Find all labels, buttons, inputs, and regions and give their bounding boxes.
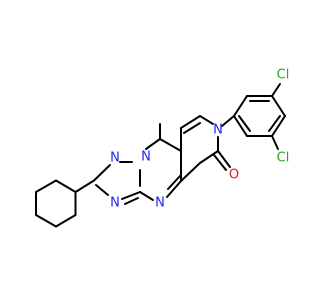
- oxygen-atom-carbonyl: O: [229, 168, 239, 183]
- nitrogen-atom-triazole-1: N: [110, 151, 120, 166]
- chemical-structure-diagram: Cl Cl N O N N N N: [35, 68, 289, 228]
- nitrogen-atom-triazole-2: N: [110, 196, 120, 211]
- nitrogen-atom-amide: N: [213, 123, 223, 138]
- bond-lines: [35, 83, 286, 228]
- nitrogen-atom-pyrimidine: N: [155, 196, 165, 211]
- atom-labels: Cl Cl N O N N N N: [110, 68, 289, 211]
- chlorine-atom-upper: Cl: [277, 68, 290, 83]
- chlorine-atom-lower: Cl: [277, 151, 290, 166]
- nitrogen-atom-bridge: N: [141, 150, 151, 165]
